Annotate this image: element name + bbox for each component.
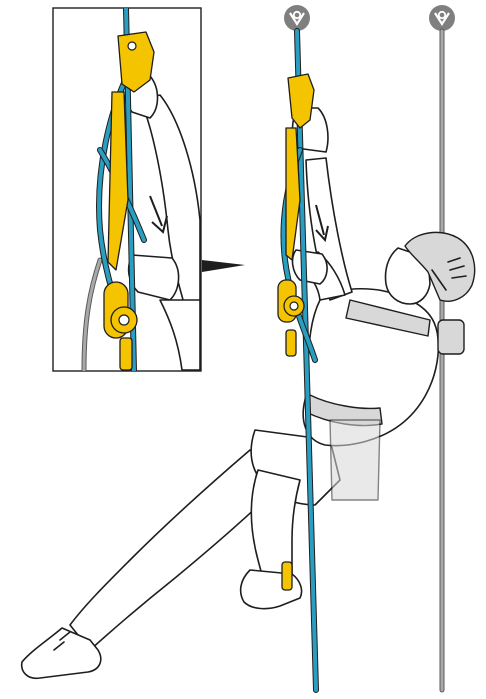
- lower-hand: [291, 249, 328, 285]
- climber-figure: [20, 107, 476, 680]
- waist-harness: [305, 394, 383, 427]
- rear-foot: [20, 627, 102, 680]
- callout-pointer: [202, 260, 245, 272]
- chest-harness: [345, 299, 431, 337]
- inset-detail: [52, 7, 202, 372]
- helmet: [404, 231, 476, 302]
- ascender-device: [277, 73, 315, 357]
- rear-leg: [69, 449, 286, 651]
- shoulder-pack: [437, 319, 465, 355]
- front-shin: [250, 469, 301, 576]
- foot-loop: [281, 561, 293, 591]
- anchor-icon-left: [284, 5, 310, 31]
- anchor-icon-right: [429, 5, 455, 31]
- down-arrow-main: [315, 204, 329, 243]
